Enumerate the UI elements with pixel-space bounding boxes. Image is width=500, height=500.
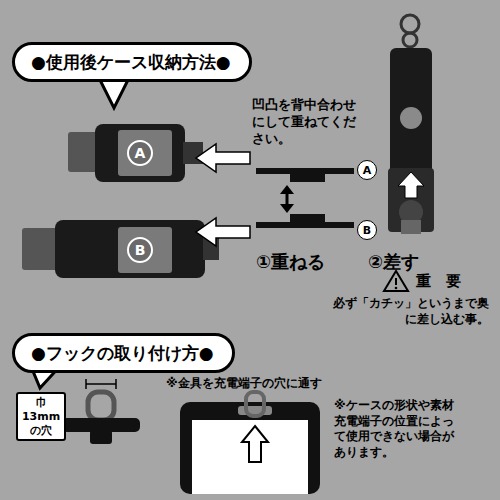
circle-mark: A: [127, 140, 153, 166]
step-label: ②差す: [368, 250, 419, 273]
node-text: 巾13mm の穴: [21, 396, 61, 437]
warning-heading: 重 要: [416, 272, 461, 292]
caution-note: ※ケースの形状や素材充電端子の位置によって使用できない場合があります。: [334, 398, 460, 460]
node-text: A: [363, 165, 372, 176]
circle-mark: A: [357, 160, 377, 180]
stick-mark: [400, 107, 422, 129]
warning-icon: [384, 271, 408, 291]
instruction-note: ※金具を充電端子の穴に通す: [166, 376, 322, 392]
hook-stem: [90, 430, 112, 444]
adapter-panel: [118, 227, 172, 273]
step-label: ①重ねる: [256, 250, 325, 273]
node-text: A: [135, 146, 146, 160]
up-arrow: [242, 426, 268, 462]
adapter-panel: [118, 130, 172, 176]
hook-ring: [88, 392, 114, 420]
stick-plug: [401, 220, 421, 234]
hook-plate: [62, 418, 140, 432]
adapter-body: [55, 220, 205, 278]
flat-piece: [256, 214, 354, 228]
title-banner: ●フックの取り付け方●: [12, 333, 235, 373]
insert-arrow: [196, 218, 250, 246]
stick-body: [390, 48, 432, 176]
insert-arrow: [196, 144, 250, 172]
adapter-body: [95, 124, 185, 182]
dimension-line: [86, 383, 116, 385]
node-text: ●フックの取り付け方●: [31, 342, 216, 364]
node-text: B: [363, 225, 371, 236]
double-arrow: [280, 204, 294, 213]
key-ring: [403, 33, 417, 47]
instruction-note: 凹凸を背中合わせにして重ねてください。: [252, 97, 358, 148]
circle-mark: B: [127, 237, 153, 263]
hole-size-box: 巾13mm の穴: [16, 392, 66, 441]
circle-mark: B: [357, 220, 377, 240]
flat-piece: [256, 168, 354, 182]
title-banner: ●使用後ケース収納方法●: [12, 42, 252, 82]
push-arrow: [398, 172, 424, 198]
node-text: ●使用後ケース収納方法●: [31, 51, 233, 73]
hook-ring: [246, 392, 264, 416]
node-text: B: [135, 243, 146, 257]
charge-port: [238, 406, 272, 415]
key-ring: [401, 15, 419, 33]
double-arrow: [280, 185, 294, 194]
warning-note: 必ず「カチッ」というまで奥に差し込む事。: [333, 296, 489, 327]
case-inner: [192, 420, 308, 494]
